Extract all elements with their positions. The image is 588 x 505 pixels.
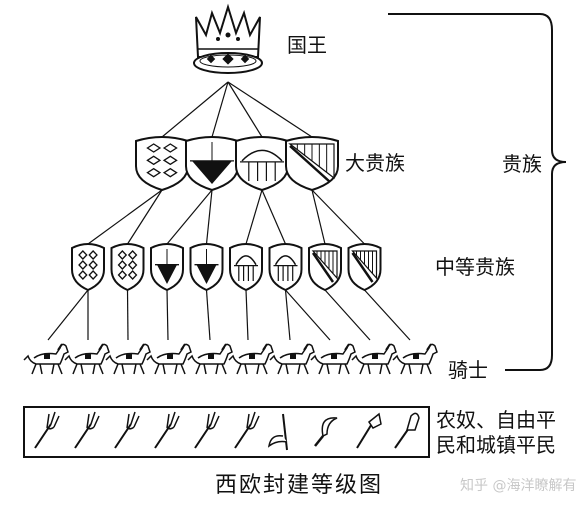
great-noble-shields [135,136,339,192]
pitchfork-icon [154,411,180,449]
commoners-tool-box [23,406,430,458]
great-noble-shield-icon [235,136,289,192]
horse-icon [269,343,315,375]
middle-noble-shield-icon [189,243,224,292]
middle-noble-shield-icon [71,243,105,292]
hierarchy-connectors [47,81,411,341]
middle-noble-shield-icon [268,243,303,292]
horse-icon [105,343,151,375]
middle-noble-shields [71,243,382,292]
middle-noble-shield-icon [347,243,382,292]
pitchfork-icon [34,411,60,449]
horse-icon [23,343,69,375]
pitchfork-icon [74,411,100,449]
horse-icon [187,343,233,375]
nobility-bracket [388,13,567,371]
level-label-middle-nobles: 中等贵族 [435,255,515,279]
level-label-great-nobles: 大贵族 [345,151,405,175]
watermark-text: 知乎 @海洋瞭解有 [460,477,576,494]
shovel-icon [394,412,420,449]
hoe-icon [356,412,382,449]
great-noble-shield-icon [285,136,339,192]
pitchfork-icon [234,411,260,449]
diagram-caption: 西欧封建等级图 [215,473,383,498]
middle-noble-shield-icon [308,243,342,292]
horse-icon [310,343,356,375]
horse-icon [351,343,397,375]
scythe-icon [267,413,288,451]
horse-icon [228,343,274,375]
great-noble-shield-icon [185,136,239,192]
great-noble-shield-icon [135,136,189,192]
level-label-commoners-line1: 农奴、自由平 [436,408,556,432]
level-label-king: 国王 [287,33,327,57]
level-label-knights: 骑士 [448,358,488,382]
pitchfork-icon [114,411,140,449]
knight-horses [23,343,438,375]
bracket-label-nobility: 贵族 [502,152,542,176]
pitchfork-icon [194,411,220,449]
middle-noble-shield-icon [229,243,263,292]
middle-noble-shield-icon [110,243,145,292]
horse-icon [64,343,110,375]
middle-noble-shield-icon [150,243,184,292]
level-label-commoners-line2: 民和城镇平民 [436,433,556,457]
sickle-icon [314,417,338,447]
crown-icon [193,3,263,74]
horse-icon [146,343,192,375]
horse-icon [392,343,438,375]
